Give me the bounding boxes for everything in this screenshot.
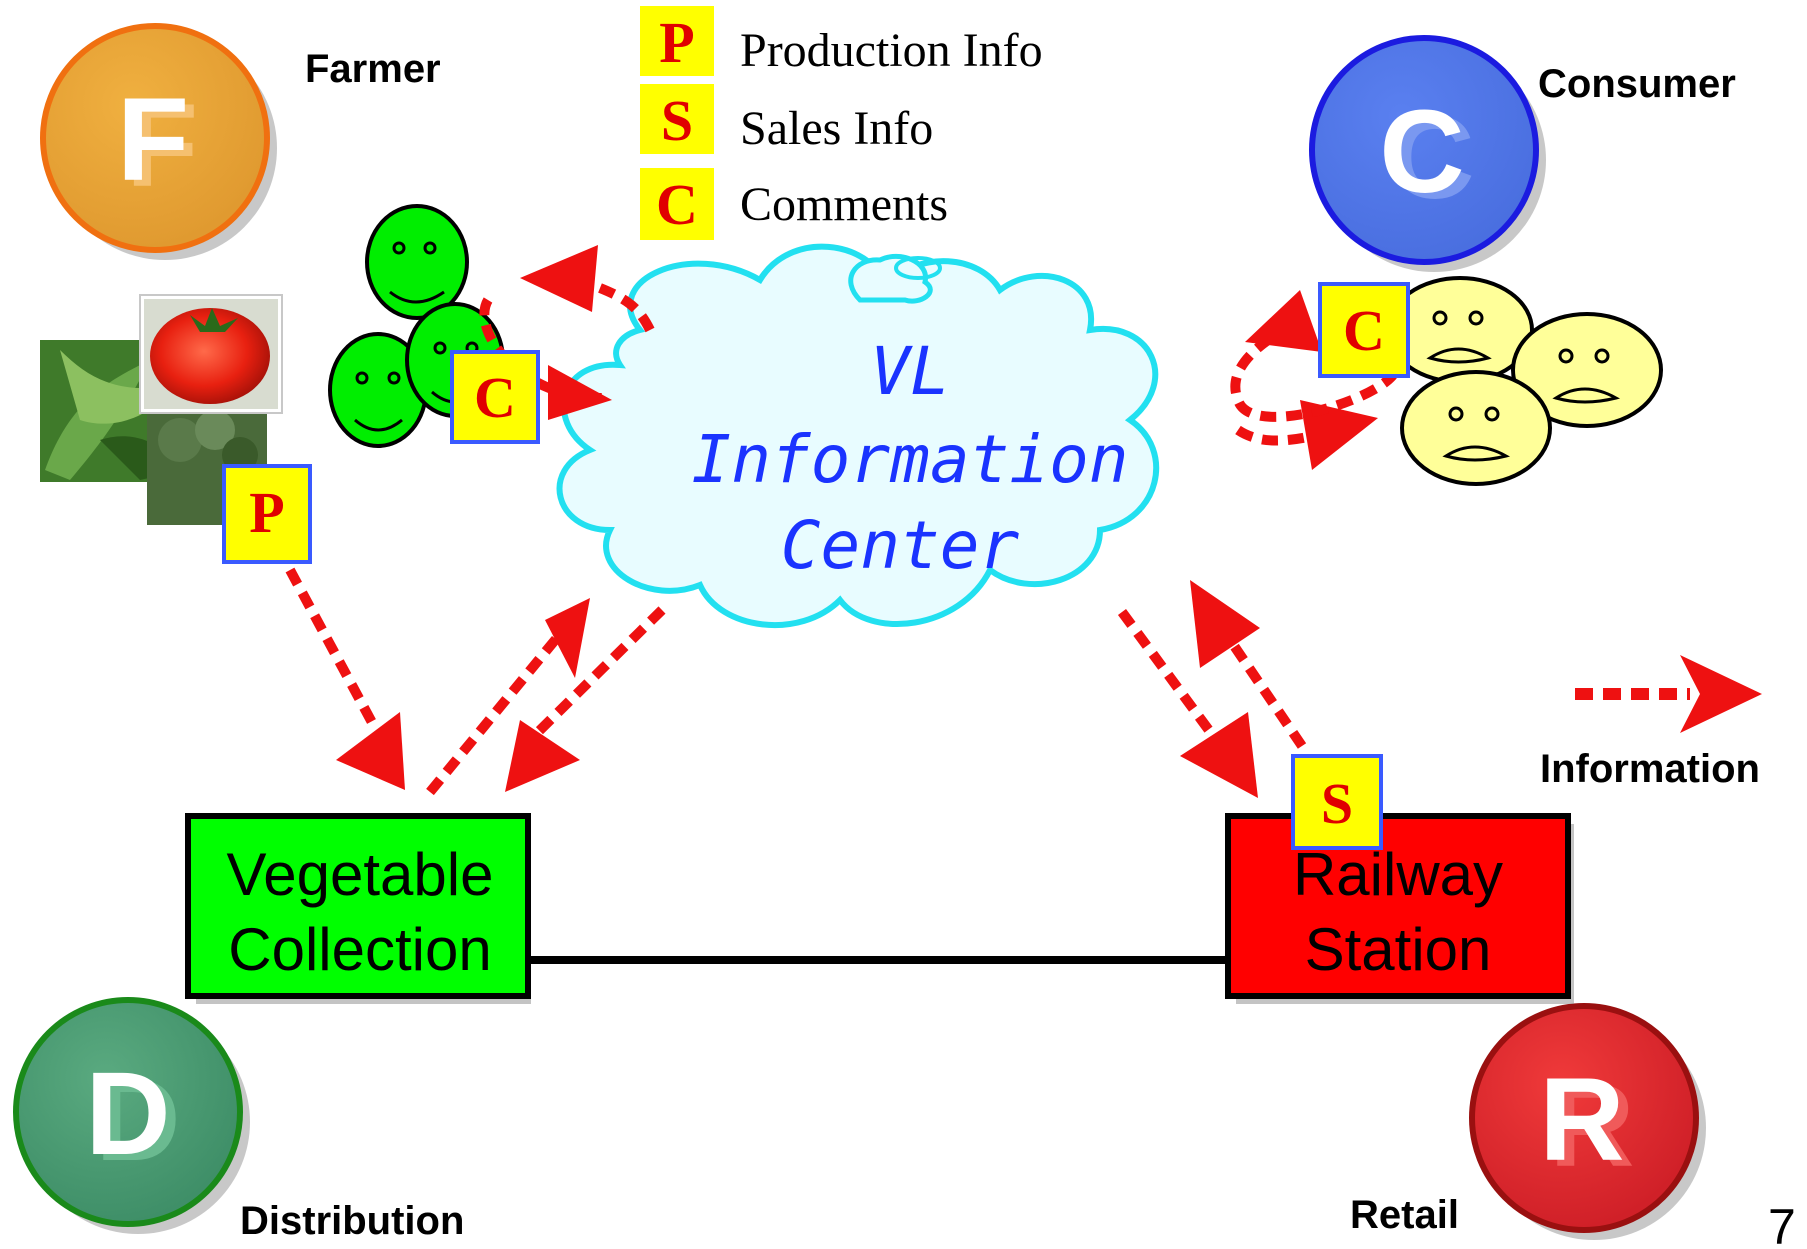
cloud-top-knot — [848, 253, 942, 304]
consumer-label: Consumer — [1538, 62, 1736, 106]
farmer-node: F F — [40, 23, 277, 260]
legend-tag-box — [640, 168, 714, 240]
railway-box-line1: Railway — [1293, 841, 1503, 908]
vegetable-photos — [40, 294, 283, 525]
legend-item-production: P Production Info — [640, 6, 1043, 77]
information-arrows — [285, 245, 1400, 798]
information-arrow-icon — [1575, 655, 1762, 733]
retail-letter: R — [1539, 1054, 1624, 1186]
legend-label: Sales Info — [740, 102, 933, 155]
tag-consumer-comments: C — [1318, 282, 1410, 378]
svg-text:C: C — [1343, 298, 1385, 363]
cloud-title-line1: VL — [870, 333, 949, 410]
consumer-group-faces — [1386, 276, 1663, 486]
arrow-cloud-to-collection — [505, 606, 666, 792]
retail-label: Retail — [1350, 1193, 1459, 1237]
svg-text:D: D — [95, 1054, 180, 1186]
distribution-label: Distribution — [240, 1199, 464, 1243]
legend-tag-box — [640, 6, 714, 76]
vegetable-box-line1: Vegetable — [227, 841, 494, 908]
legend-item-sales: S Sales Info — [640, 84, 933, 155]
frown-face-icon — [1511, 312, 1663, 428]
consumer-node: C C — [1309, 35, 1546, 272]
arrow-cloud-to-consumers — [1235, 400, 1378, 470]
arrow-cloud-to-railway — [1117, 609, 1258, 798]
consumer-letter: C — [1379, 86, 1464, 218]
tag-farmer-production: P — [222, 464, 312, 564]
farmer-letter: F — [117, 74, 189, 206]
farmer-label: Farmer — [305, 47, 441, 91]
svg-text:R: R — [1549, 1060, 1634, 1192]
arrow-collection-to-cloud — [426, 598, 590, 796]
vl-information-center-cloud: VL Information Center — [556, 243, 1159, 629]
svg-text:C: C — [1389, 92, 1474, 224]
arrow-farmers-to-cloud — [479, 297, 612, 420]
legend-tag-box — [640, 84, 714, 154]
vegetable-box-line2: Collection — [228, 916, 491, 983]
legend-tag-letter: S — [661, 88, 693, 153]
legend-label: Comments — [740, 178, 948, 231]
tag-farmer-comments: C — [450, 350, 540, 444]
distribution-letter: D — [85, 1048, 170, 1180]
railway-box-line2: Station — [1305, 916, 1492, 983]
cloud-title-line3: Center — [781, 507, 1020, 584]
legend-tag-letter: C — [656, 172, 698, 237]
retail-node: R R — [1469, 1003, 1706, 1240]
page-number: 7 — [1768, 1199, 1796, 1249]
railway-station-box: Railway Station — [1225, 813, 1574, 1004]
svg-text:C: C — [474, 365, 516, 430]
distribution-node: D D — [13, 997, 250, 1234]
arrow-production-to-collection — [285, 567, 405, 790]
svg-text:F: F — [126, 80, 198, 212]
svg-text:S: S — [1321, 771, 1353, 836]
cloud-title-line2: Information — [691, 421, 1128, 498]
legend: P Production Info S Sales Info C Comment… — [640, 6, 1043, 240]
arrow-consumers-to-cloud — [1230, 290, 1400, 422]
tag-railway-sales: S — [1291, 754, 1383, 850]
svg-text:P: P — [249, 480, 284, 545]
arrow-cloud-to-farmers — [520, 245, 655, 333]
legend-item-comments: C Comments — [640, 168, 948, 240]
arrow-railway-to-cloud — [1190, 580, 1307, 749]
legend-tag-letter: P — [659, 10, 694, 75]
smiley-icon — [365, 204, 469, 320]
frown-face-icon — [1400, 370, 1552, 486]
information-legend-label: Information — [1540, 747, 1760, 791]
information-legend: Information — [1540, 655, 1762, 791]
vegetable-collection-box: Vegetable Collection — [185, 813, 531, 1004]
legend-label: Production Info — [740, 24, 1043, 77]
